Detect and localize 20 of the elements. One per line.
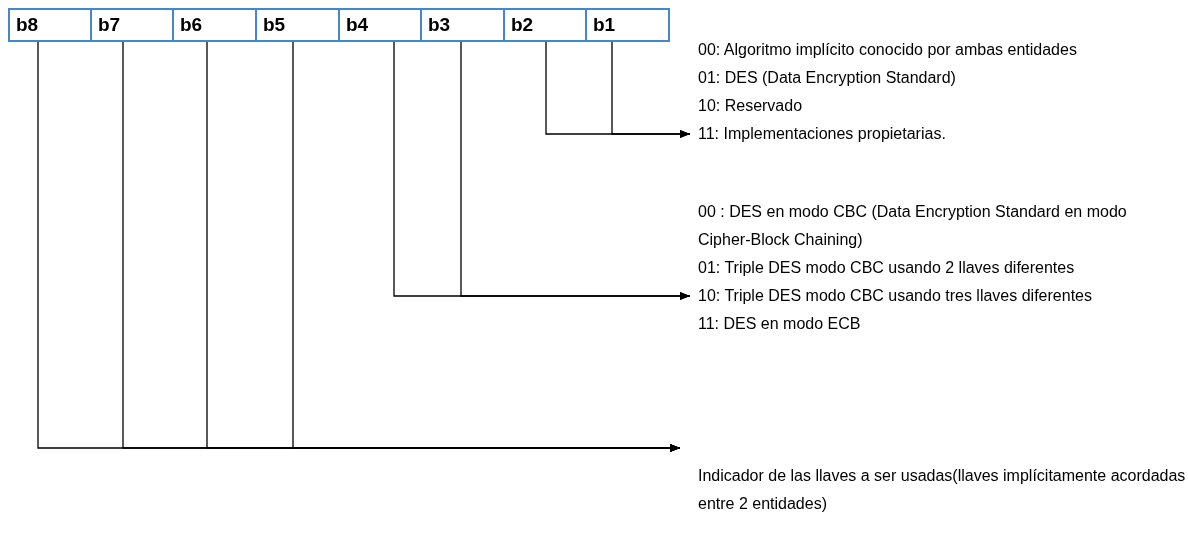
bit-field: b1 — [585, 8, 670, 42]
description-text: 11: DES en modo ECB — [698, 314, 862, 334]
description-text: 01: Triple DES modo CBC usando 2 llaves diferentes — [698, 258, 1076, 278]
bit-field: b4 — [338, 8, 422, 42]
description-text: 01: DES (Data Encryption Standard) — [698, 68, 957, 88]
description-text: 10: Reservado — [698, 96, 804, 116]
bit-field: b8 — [8, 8, 92, 42]
bit-field: b2 — [503, 8, 587, 42]
description-text: 00 : DES en modo CBC (Data Encryption Standard en modo Cipher-Block Chaining) — [698, 202, 1128, 250]
bit-field: b6 — [172, 8, 257, 42]
bit-field: b7 — [90, 8, 174, 42]
connector-arrow — [460, 41, 691, 300]
connector-arrow — [292, 41, 681, 452]
connector-arrow — [611, 41, 691, 138]
bit-field: b3 — [420, 8, 505, 42]
description-text: 10: Triple DES modo CBC usando tres llaves diferentes — [698, 286, 1093, 306]
description-text: Indicador de las llaves a ser usadas(llaves implícitamente acordadas entre 2 entidades) — [698, 466, 1187, 514]
description-text: 00: Algoritmo implícito conocido por ambas entidades — [698, 40, 1078, 60]
description-text: 11: Implementaciones propietarias. — [698, 124, 947, 144]
bit-field: b5 — [255, 8, 340, 42]
